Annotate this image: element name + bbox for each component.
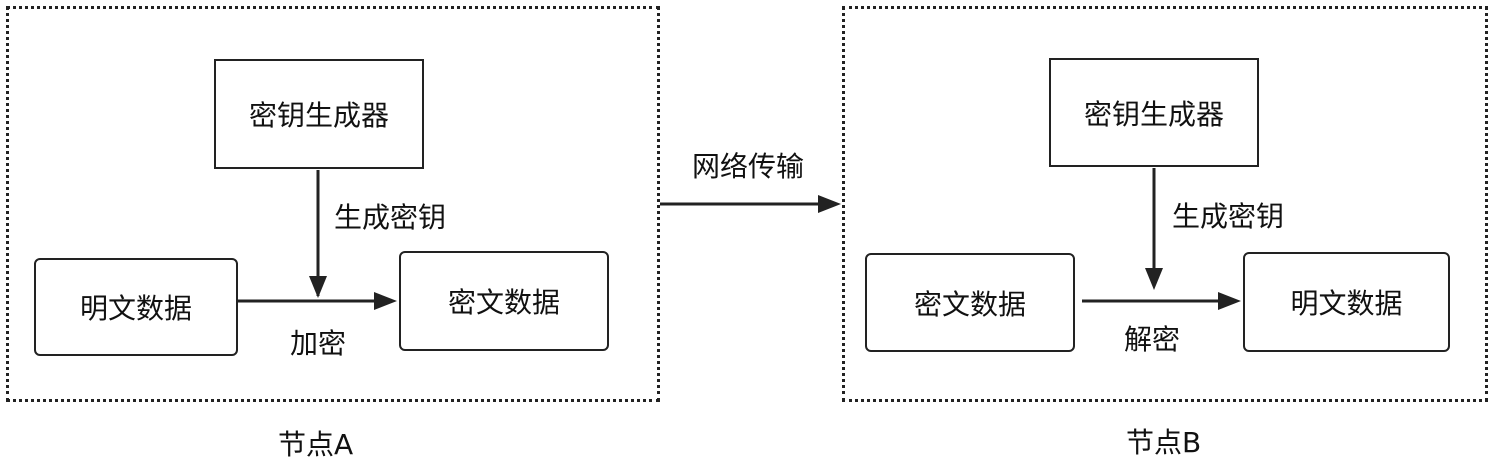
node-b-key-generator-label: 密钥生成器 <box>1083 97 1224 131</box>
node-a-caption: 节点A <box>278 428 354 461</box>
node-b-key-arrowhead <box>1145 268 1163 290</box>
node-a-input-box: 明文数据 <box>34 258 238 356</box>
node-a-container <box>6 6 660 402</box>
node-a-process-label: 加密 <box>290 327 347 360</box>
node-a-key-generator-label: 密钥生成器 <box>248 99 389 132</box>
node-a-key-arrowhead <box>309 276 327 298</box>
node-b-output-box: 明文数据 <box>1243 252 1450 352</box>
node-a-key-edge-label: 生成密钥 <box>334 201 447 234</box>
node-b-key-edge-label: 生成密钥 <box>1172 200 1285 233</box>
node-b-output-label: 明文数据 <box>1290 287 1403 320</box>
network-arrowhead <box>818 195 841 213</box>
node-a-key-generator-box: 密钥生成器 <box>214 59 424 169</box>
node-b-caption: 节点B <box>1126 426 1202 459</box>
node-b-process-arrowhead <box>1218 292 1241 310</box>
node-b-key-generator-box: 密钥生成器 <box>1049 58 1259 167</box>
node-a-process-arrowhead <box>374 292 397 310</box>
node-a-output-label: 密文数据 <box>447 286 560 319</box>
node-b-input-label: 密文数据 <box>913 287 1026 321</box>
node-b-container <box>842 6 1488 402</box>
node-b-process-label: 解密 <box>1124 323 1181 356</box>
node-b-input-box: 密文数据 <box>865 253 1075 352</box>
network-transfer-label: 网络传输 <box>692 150 805 183</box>
node-a-input-label: 明文数据 <box>79 292 192 325</box>
node-a-output-box: 密文数据 <box>399 251 609 351</box>
